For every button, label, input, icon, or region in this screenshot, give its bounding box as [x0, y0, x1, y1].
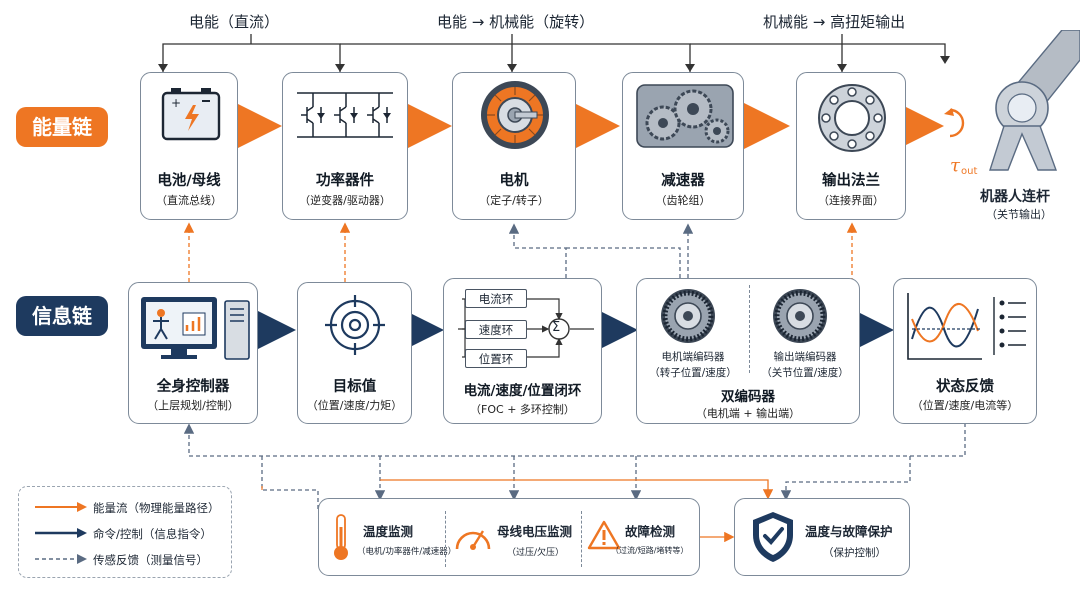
legend: 能量流（物理能量路径） 命令/控制（信息指令） 传感反馈（测量信号） [18, 486, 232, 578]
battery-title: 电池/母线 [157, 173, 221, 189]
robot-sub: （关节输出） [986, 208, 1052, 221]
waveform-icon [907, 293, 1026, 360]
loop-wiring [458, 298, 594, 358]
position-loop: 位置环 [465, 349, 527, 368]
controller-box: 全身控制器 （上层规划/控制） [128, 282, 258, 424]
label-electric-to-mechanical: 电能 → 机械能（旋转） [437, 13, 595, 31]
protection-sub: （保护控制） [823, 547, 886, 559]
flange-title: 输出法兰 [822, 173, 880, 189]
motor-encoder-icon [661, 289, 715, 343]
energy-chain-badge: 能量链 [16, 107, 108, 147]
motor-encoder-label: 电机端编码器 [661, 351, 725, 363]
feedback-box: 状态反馈 （位置/速度/电流等） [893, 278, 1037, 424]
legend-feedback-label: 传感反馈（测量信号） [93, 553, 208, 567]
motor-box: 电机 （定子/转子） [452, 72, 576, 220]
tau-symbol: τ [950, 155, 960, 176]
legend-energy-label: 能量流（物理能量路径） [93, 501, 220, 515]
monitor-box: 温度监测 （电机/功率器件/减速器） 母线电压监测 （过压/欠压） 故障检测 （… [318, 498, 700, 576]
protection-title: 温度与故障保护 [805, 524, 893, 539]
top-bracket-arrowheads [158, 56, 950, 72]
label-mechanical-to-torque: 机械能 → 高扭矩输出 [763, 13, 906, 31]
power-device-sub: （逆变器/驱动器） [299, 194, 391, 207]
loop-box: 电流环 速度环 位置环 Σ 电流/速度/位置闭环 （FOC + 多环控制） [443, 278, 602, 424]
robot-title: 机器人连杆 [980, 189, 1050, 205]
output-encoder-icon [773, 289, 827, 343]
feedback-sub: （位置/速度/电流等） [911, 399, 1019, 412]
encoder-divider [749, 285, 750, 373]
motor-sub: （定子/转子） [479, 194, 549, 207]
info-chain-badge: 信息链 [16, 296, 108, 336]
controller-sub: （上层规划/控制） [147, 399, 239, 412]
encoder-box: 电机端编码器 （转子位置/速度） 输出端编码器 （关节位置/速度） 双编码器 （… [636, 278, 860, 424]
power-device-title: 功率器件 [316, 173, 374, 189]
feedback-title: 状态反馈 [936, 379, 994, 395]
target-sub: （位置/速度/力矩） [306, 399, 403, 412]
thermometer-icon [334, 514, 348, 560]
cross-dashes [183, 222, 858, 282]
motor-encoder-sub: （转子位置/速度） [649, 367, 737, 379]
shield-icon [753, 512, 793, 562]
inverter-icon [297, 92, 393, 138]
loop-sub: （FOC + 多环控制） [470, 403, 575, 416]
target-title: 目标值 [332, 379, 377, 395]
flange-icon [818, 84, 886, 152]
gauge-icon [455, 530, 491, 550]
flange-sub: （连接界面） [818, 194, 884, 207]
fault-title: 故障检测 [625, 524, 676, 539]
torque-rotation-icon [944, 108, 965, 138]
battery-icon: + [161, 88, 221, 141]
current-loop: 电流环 [465, 289, 527, 308]
monitor-divider-1 [445, 511, 446, 567]
loop-title: 电流/速度/位置闭环 [463, 383, 582, 399]
output-encoder-label: 输出端编码器 [773, 351, 837, 363]
motor-title: 电机 [499, 173, 529, 189]
output-encoder-sub: （关节位置/速度） [761, 367, 849, 379]
bus-sub: （过压/欠压） [507, 548, 565, 558]
controller-title: 全身控制器 [156, 379, 230, 395]
speed-loop: 速度环 [465, 320, 527, 339]
encoder-title: 双编码器 [721, 389, 775, 405]
legend-feedback-arrow-icon [35, 554, 87, 564]
battery-box: + 电池/母线 （直流总线） [140, 72, 238, 220]
fault-sub: （过流/短路/堵转等） [611, 546, 689, 555]
gearbox-icon [636, 84, 734, 148]
battery-sub: （直流总线） [156, 194, 222, 207]
bus-title: 母线电压监测 [497, 524, 573, 539]
legend-energy-arrow-icon [35, 502, 87, 512]
robot-link-icon [989, 30, 1080, 171]
encoder-sub: （电机端 + 输出端） [695, 407, 801, 420]
protection-box: 温度与故障保护 （保护控制） [734, 498, 910, 576]
target-icon [325, 295, 385, 355]
legend-command-arrow-icon [35, 528, 87, 538]
flange-box: 输出法兰 （连接界面） [796, 72, 906, 220]
temp-sub: （电机/功率器件/减速器） [357, 547, 457, 557]
computer-icon [141, 297, 250, 360]
label-dc-energy: 电能（直流） [189, 13, 280, 31]
monitor-divider-2 [581, 511, 582, 567]
motor-icon [481, 81, 549, 149]
top-brackets [162, 34, 946, 72]
legend-command-label: 命令/控制（信息指令） [93, 527, 212, 541]
target-box: 目标值 （位置/速度/力矩） [297, 282, 412, 424]
sum-symbol: Σ [552, 320, 561, 335]
reducer-box: 减速器 （齿轮组） [622, 72, 744, 220]
warning-icon [587, 520, 621, 550]
tau-subscript: out [961, 166, 978, 177]
power-device-box: 功率器件 （逆变器/驱动器） [282, 72, 408, 220]
reducer-title: 减速器 [661, 173, 705, 189]
reducer-sub: （齿轮组） [655, 194, 711, 207]
svg-text:+: + [171, 96, 181, 110]
temp-title: 温度监测 [363, 524, 414, 539]
